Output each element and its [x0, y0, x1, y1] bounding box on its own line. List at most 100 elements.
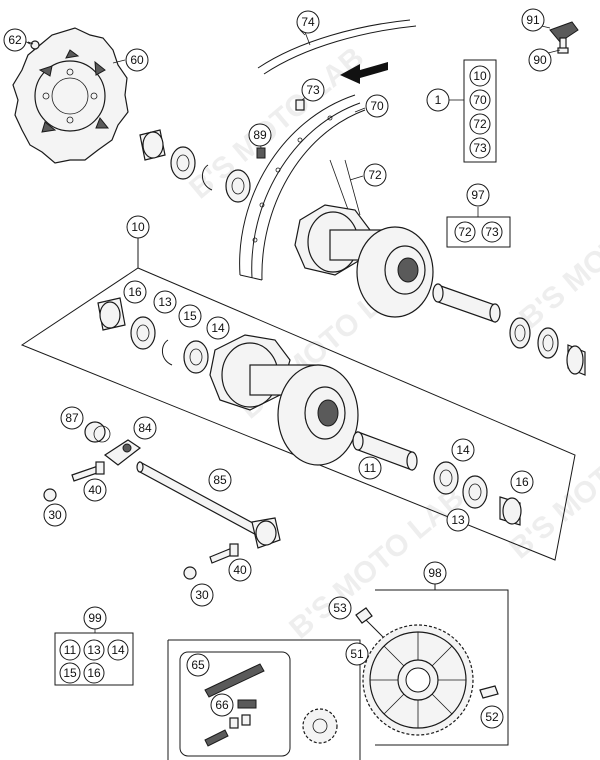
- label-30-upper: 30: [43, 503, 67, 527]
- svg-text:62: 62: [8, 33, 22, 47]
- svg-text:15: 15: [183, 309, 197, 323]
- group-99-item: 15: [59, 662, 81, 684]
- svg-text:30: 30: [195, 588, 209, 602]
- label-84: 84: [133, 416, 157, 440]
- label-16-lower: 16: [510, 470, 534, 494]
- assembly-outline: [20, 267, 576, 561]
- svg-text:51: 51: [350, 647, 364, 661]
- svg-text:97: 97: [471, 188, 485, 202]
- label-30-lower: 30: [190, 583, 214, 607]
- watermark-text: B'S MOTO LAB: [183, 41, 370, 205]
- svg-text:15: 15: [63, 666, 77, 680]
- svg-text:72: 72: [368, 168, 382, 182]
- svg-text:13: 13: [158, 295, 172, 309]
- label-74: 74: [296, 10, 320, 34]
- watermark-text: B'S MOTO LAB: [513, 171, 600, 335]
- label-85: 85: [208, 468, 232, 492]
- lower-spacer: [352, 431, 418, 471]
- sprocket-bolt-53: [355, 607, 384, 638]
- group-1-item: 73: [469, 137, 491, 159]
- svg-text:91: 91: [526, 13, 540, 27]
- label-87: 87: [60, 406, 84, 430]
- svg-text:73: 73: [485, 225, 499, 239]
- label-99: 99: [83, 606, 107, 630]
- label-97: 97: [466, 183, 490, 207]
- direction-arrow: [340, 62, 388, 84]
- svg-text:65: 65: [191, 658, 205, 672]
- label-1: 1: [426, 88, 450, 112]
- chain-65: [204, 663, 265, 698]
- group-99-item: 13: [83, 639, 105, 661]
- nut-30-upper: [43, 488, 57, 502]
- svg-text:14: 14: [456, 443, 470, 457]
- chain-links-66: [204, 699, 257, 747]
- svg-text:1: 1: [435, 93, 442, 107]
- svg-text:66: 66: [215, 698, 229, 712]
- group-99-item: 14: [107, 639, 129, 661]
- svg-text:87: 87: [65, 411, 79, 425]
- rim-band: [257, 19, 417, 75]
- svg-text:70: 70: [473, 93, 487, 107]
- svg-text:73: 73: [306, 83, 320, 97]
- rear-sprocket-51: [362, 624, 474, 736]
- lower-hub: [209, 334, 359, 466]
- svg-text:90: 90: [533, 53, 547, 67]
- label-14-upper: 14: [206, 316, 230, 340]
- bolt-40-lower: [209, 543, 239, 564]
- svg-text:72: 72: [458, 225, 472, 239]
- chain-inner-box: [179, 651, 291, 757]
- label-10: 10: [126, 215, 150, 239]
- svg-text:14: 14: [211, 321, 225, 335]
- group-97-item: 73: [481, 221, 503, 243]
- label-73: 73: [301, 78, 325, 102]
- svg-text:53: 53: [333, 601, 347, 615]
- label-90: 90: [528, 48, 552, 72]
- chain-group-outline: [167, 639, 361, 760]
- upper-left-bearings: [139, 129, 251, 203]
- svg-text:16: 16: [515, 475, 529, 489]
- label-15-upper: 15: [178, 304, 202, 328]
- svg-text:74: 74: [301, 15, 315, 29]
- svg-text:13: 13: [87, 643, 101, 657]
- upper-right-bearings: [509, 317, 586, 376]
- group-99-item: 11: [59, 639, 81, 661]
- label-72: 72: [363, 163, 387, 187]
- label-11: 11: [358, 456, 382, 480]
- svg-text:52: 52: [485, 710, 499, 724]
- svg-text:14: 14: [111, 643, 125, 657]
- label-66: 66: [210, 693, 234, 717]
- label-53: 53: [328, 596, 352, 620]
- svg-text:85: 85: [213, 473, 227, 487]
- svg-text:84: 84: [138, 421, 152, 435]
- group-1-item: 72: [469, 113, 491, 135]
- sprocket-nut-52: [479, 685, 499, 699]
- label-91: 91: [521, 8, 545, 32]
- screw-62: [27, 40, 40, 50]
- svg-text:73: 73: [473, 141, 487, 155]
- spoke-nipple-73: [295, 99, 305, 111]
- label-89: 89: [248, 123, 272, 147]
- group-1-item: 70: [469, 89, 491, 111]
- label-98: 98: [423, 561, 447, 585]
- label-51: 51: [345, 642, 369, 666]
- svg-text:16: 16: [128, 285, 142, 299]
- svg-text:60: 60: [130, 53, 144, 67]
- front-sprocket: [302, 708, 338, 744]
- axle-85: [136, 460, 281, 549]
- label-70: 70: [365, 94, 389, 118]
- svg-text:72: 72: [473, 117, 487, 131]
- svg-text:89: 89: [253, 128, 267, 142]
- group-97-item: 72: [454, 221, 476, 243]
- svg-text:30: 30: [48, 508, 62, 522]
- upper-hub: [294, 204, 434, 318]
- svg-text:13: 13: [451, 513, 465, 527]
- spacer-87: [84, 421, 111, 443]
- label-62: 62: [3, 28, 27, 52]
- upper-spacer: [432, 283, 501, 323]
- svg-text:11: 11: [64, 643, 77, 657]
- valve-89: [256, 147, 266, 159]
- bolt-40-upper: [71, 461, 105, 482]
- svg-text:99: 99: [88, 611, 102, 625]
